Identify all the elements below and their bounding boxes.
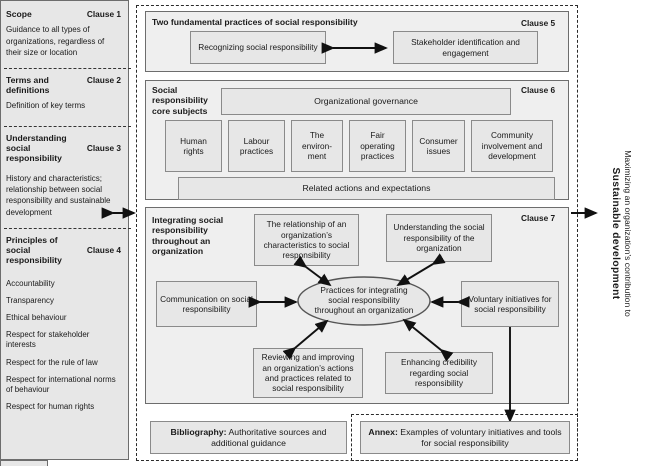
clause7-heading: Integrating social responsibility throug…: [152, 215, 224, 257]
terms-clause: Clause 2: [86, 75, 121, 85]
right-panel-line1: Maximizing an organization’s contributio…: [622, 149, 633, 317]
principle-item: Respect for international norms of behav…: [6, 374, 116, 395]
principle-item: Respect for the rule of law: [6, 357, 98, 367]
enhancing-credibility-box: Enhancing credibility regarding social r…: [385, 352, 493, 394]
terms-title: Terms and definitions: [6, 75, 50, 96]
principles-title: Principles of social responsibility: [6, 235, 62, 266]
stakeholder-identification-box: Stakeholder identification and engagemen…: [393, 31, 538, 64]
left-divider-2: [4, 126, 131, 127]
principle-item: Respect for human rights: [6, 402, 95, 412]
reviewing-improving-box: Reviewing and improving an organization’…: [253, 348, 363, 398]
scope-title: Scope: [6, 9, 32, 19]
principles-clause: Clause 4: [86, 245, 121, 255]
terms-body: Definition of key terms: [6, 101, 86, 111]
principles-list: Accountability Transparency Ethical beha…: [0, 275, 127, 413]
scope-clause: Clause 1: [86, 9, 121, 19]
core-subject-labour-practices: Labour practices: [228, 120, 285, 172]
scope-body: Guidance to all types of organizations, …: [6, 25, 105, 58]
clause5-heading: Two fundamental practices of social resp…: [152, 17, 358, 27]
recognizing-social-responsibility-box: Recognizing social responsibility: [190, 31, 326, 64]
annex-text: Examples of voluntary initiatives and to…: [397, 426, 562, 448]
sustainable-development-panel: [0, 460, 48, 466]
left-section-terms: Terms and definitions Clause 2 Definitio…: [0, 70, 127, 130]
voluntary-initiatives-box: Voluntary initiatives for social respons…: [461, 281, 559, 327]
left-section-principles: Principles of social responsibility Clau…: [0, 230, 127, 460]
left-section-scope: Scope Clause 1 Guidance to all types of …: [0, 4, 127, 74]
principle-item: Accountability: [6, 278, 55, 288]
principle-item: Transparency: [6, 295, 54, 305]
understanding-title: Understanding social responsibility: [6, 133, 67, 164]
clause7-tag: Clause 7: [521, 213, 556, 223]
clause6-tag: Clause 6: [521, 85, 556, 95]
left-section-understanding: Understanding social responsibility Clau…: [0, 128, 127, 228]
left-column-panel: [0, 0, 129, 460]
related-actions-box: Related actions and expectations: [178, 177, 555, 200]
relationship-characteristics-box: The relationship of an organization’s ch…: [254, 214, 359, 266]
bibliography-label: Bibliography:: [170, 426, 227, 437]
core-subject-environment: The environ- ment: [291, 120, 343, 172]
core-subject-community-involvement: Community involvement and development: [471, 120, 553, 172]
annex-label: Annex:: [368, 426, 398, 437]
bibliography-box: Bibliography: Authoritative sources and …: [150, 421, 347, 454]
organizational-governance-box: Organizational governance: [221, 88, 511, 115]
understanding-social-responsibility-box: Understanding the social responsibility …: [386, 214, 492, 262]
core-subject-fair-operating-practices: Fair operating practices: [349, 120, 406, 172]
annex-box: Annex: Examples of voluntary initiatives…: [360, 421, 570, 454]
clause6-heading: Social responsibility core subjects: [152, 85, 208, 116]
sustainable-development-text-wrap: Maximizing an organization’s contributio…: [598, 8, 644, 458]
understanding-body: History and characteristics; relationshi…: [6, 173, 111, 217]
left-divider-3: [4, 228, 131, 229]
communication-box: Communication on social responsibility: [156, 281, 257, 327]
clause5-tag: Clause 5: [521, 18, 556, 28]
understanding-clause: Clause 3: [86, 143, 121, 153]
principle-item: Ethical behaviour: [6, 312, 67, 322]
annex-dashed-boundary: [351, 414, 578, 461]
bibliography-text: Authoritative sources and additional gui…: [211, 426, 327, 448]
core-subject-consumer-issues: Consumer issues: [412, 120, 465, 172]
right-panel-line2: Sustainable development: [609, 166, 621, 300]
left-divider-1: [4, 68, 131, 69]
core-subject-human-rights: Human rights: [165, 120, 222, 172]
principle-item: Respect for stakeholder interests: [6, 329, 90, 350]
